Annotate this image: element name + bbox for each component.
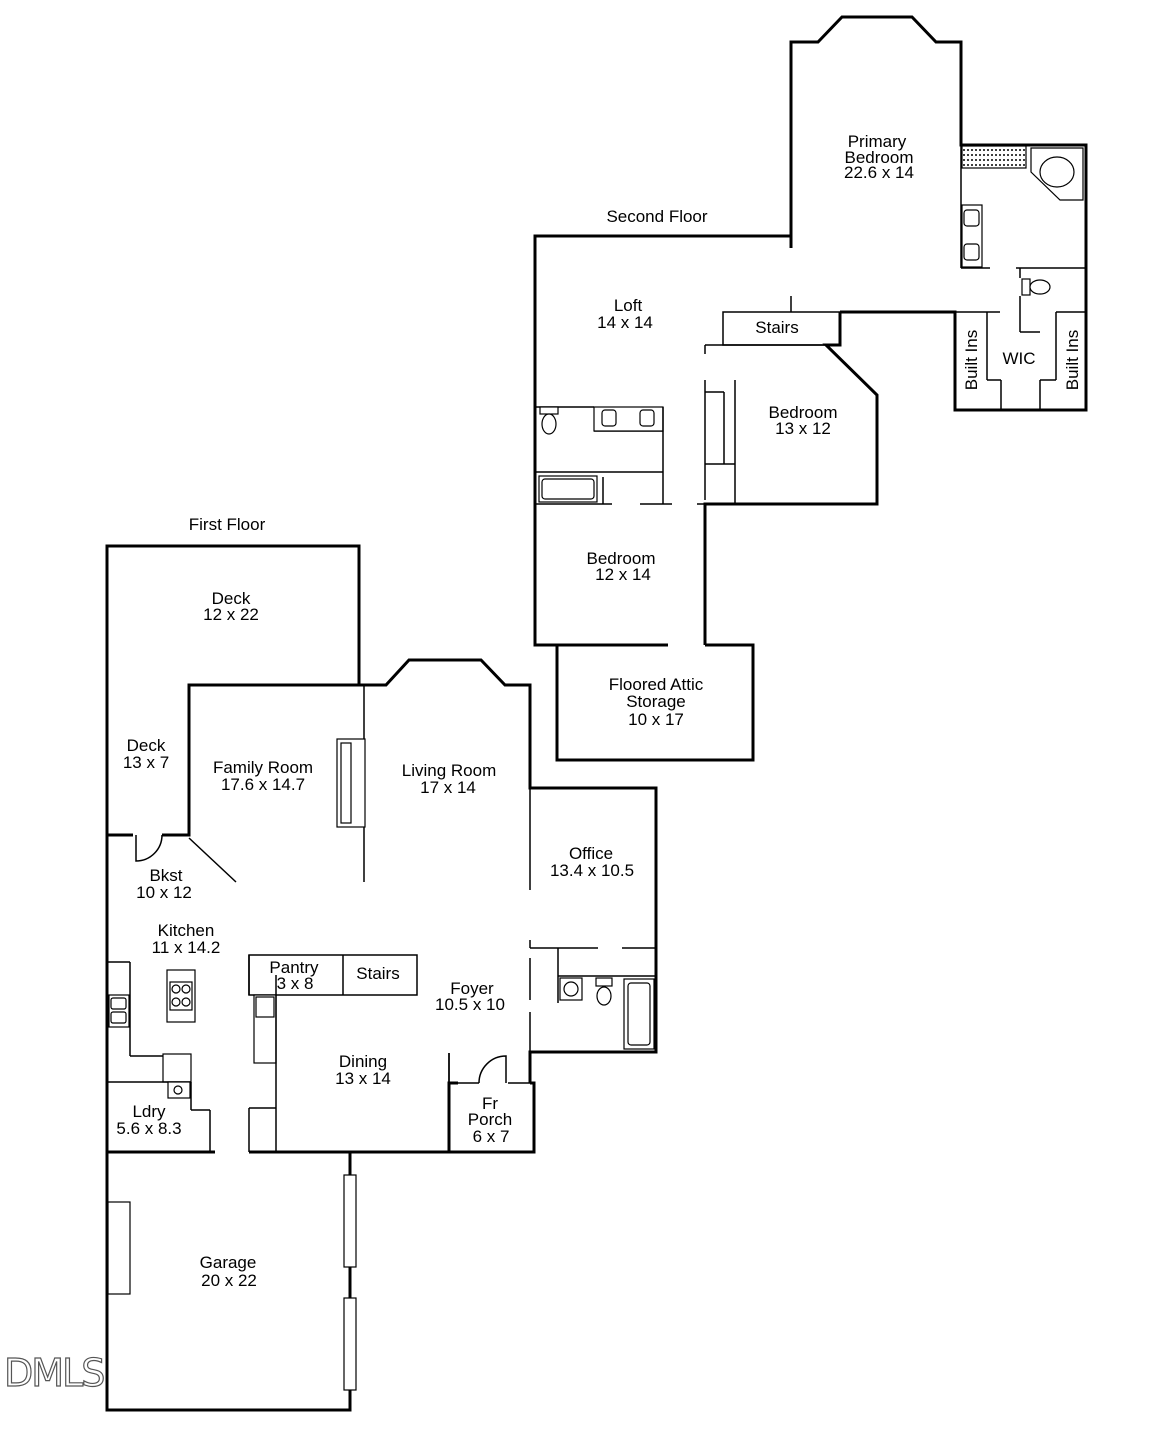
built-ins-label: Built Ins [962, 330, 981, 390]
primary-bedroom-label: Bedroom [845, 148, 914, 167]
living-wall [184, 658, 658, 1083]
laundry-dims: 5.6 x 8.3 [116, 1119, 181, 1138]
wic-label: WIC [1002, 349, 1035, 368]
deck-small-dims: 13 x 7 [123, 753, 169, 772]
upper-stairs-box [722, 311, 841, 346]
shower-icon [961, 145, 1027, 169]
garage-door [343, 1174, 357, 1268]
first-floor [105, 544, 658, 1412]
bedroom-a-dims: 13 x 12 [775, 419, 831, 438]
bkst-dims: 10 x 12 [136, 883, 192, 902]
upper-stairs-label: Stairs [755, 318, 798, 337]
front-porch-label: Porch [468, 1110, 512, 1129]
counter-unit [162, 1053, 192, 1083]
toilet-icon [595, 977, 613, 987]
foyer-label: Foyer [450, 979, 494, 998]
attic-label: Storage [626, 692, 686, 711]
garage-door [343, 1297, 357, 1391]
primary-bedroom-label: Primary [848, 132, 907, 151]
deck-small-label: Deck [127, 736, 166, 755]
loft-dims: 14 x 14 [597, 313, 653, 332]
attic-dims: 10 x 17 [628, 710, 684, 729]
toilet-icon [539, 406, 559, 415]
bedroom-b-label: Bedroom [587, 549, 656, 568]
garage-label: Garage [200, 1253, 257, 1272]
dining-label: Dining [339, 1052, 387, 1071]
deck-label: Deck [212, 589, 251, 608]
family-room-dims: 17.6 x 14.7 [221, 775, 305, 794]
built-ins-label: Built Ins [1063, 330, 1082, 390]
watermark-logo: DMLS [4, 1351, 103, 1395]
kitchen-dims: 11 x 14.2 [152, 938, 221, 957]
toilet-icon [1021, 278, 1031, 296]
second-floor-title: Second Floor [606, 207, 707, 226]
bedroom-b-dims: 12 x 14 [595, 565, 651, 584]
bedroom-b-wall [703, 502, 735, 645]
door-swing [135, 834, 163, 862]
labels: Second Floor First Floor Primary Bedroom… [116, 132, 1082, 1290]
pantry-dims: 3 x 8 [277, 974, 314, 993]
family-room-label: Family Room [213, 758, 313, 777]
deck-dims: 12 x 22 [203, 605, 259, 624]
garage-wall [105, 1150, 352, 1412]
dining-dims: 13 x 14 [335, 1069, 391, 1088]
living-room-label: Living Room [402, 761, 497, 780]
office-dims: 13.4 x 10.5 [550, 861, 634, 880]
bedroom-a-label: Bedroom [769, 403, 838, 422]
foyer-dims: 10.5 x 10 [435, 995, 505, 1014]
front-porch-dims: 6 x 7 [473, 1127, 510, 1146]
kitchen-label: Kitchen [158, 921, 215, 940]
attic-wall [555, 643, 755, 762]
garage-dims: 20 x 22 [201, 1271, 257, 1290]
loft-label: Loft [614, 296, 643, 315]
lower-stairs-label: Stairs [356, 964, 399, 983]
living-room-dims: 17 x 14 [420, 778, 476, 797]
front-porch-label: Fr [482, 1094, 498, 1113]
pantry-label: Pantry [269, 958, 319, 977]
deck-wall [105, 544, 361, 1150]
garage-shelf [107, 1201, 131, 1295]
first-floor-title: First Floor [189, 515, 266, 534]
office-label: Office [569, 844, 613, 863]
laundry-label: Ldry [132, 1102, 166, 1121]
primary-bedroom-dims: 22.6 x 14 [844, 163, 914, 182]
second-floor [533, 15, 1088, 762]
attic-label: Floored Attic [609, 675, 704, 694]
bkst-label: Bkst [149, 866, 182, 885]
primary-bedroom-wall [789, 15, 1088, 412]
front-door-swing [478, 1055, 507, 1084]
